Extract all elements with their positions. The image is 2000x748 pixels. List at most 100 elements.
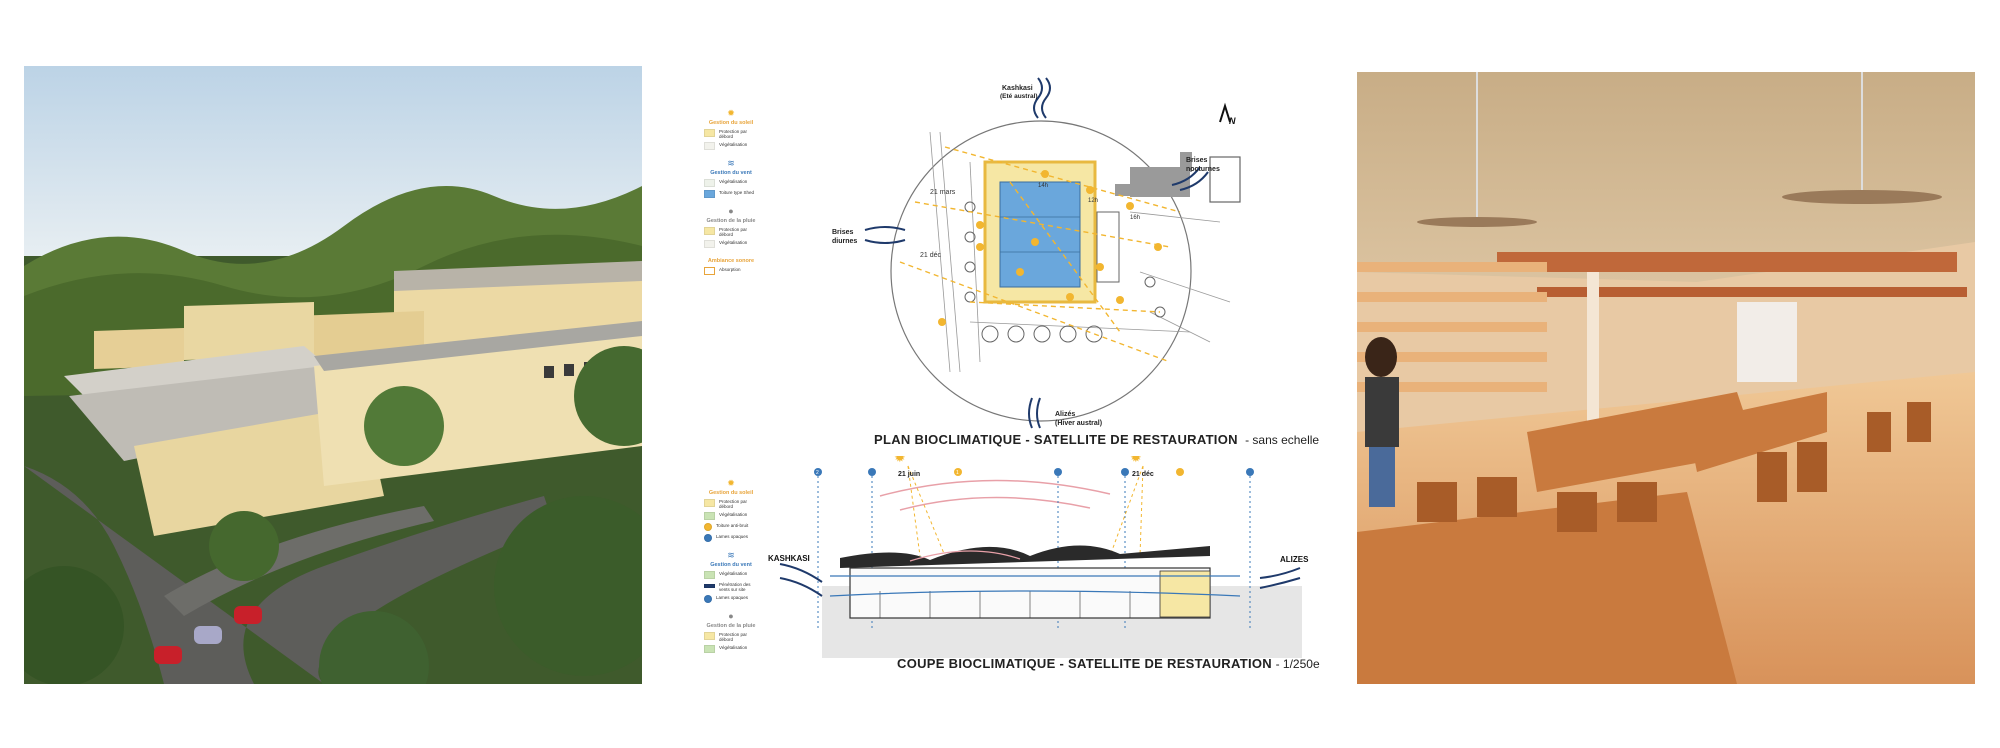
legend-label: Végétalisation — [719, 240, 748, 245]
section-sun-rays — [907, 465, 1144, 557]
wind-sublabel-kashkasi: (Eté austral) — [1000, 93, 1038, 100]
bioclimatic-section: ✹ ✹ 21 juin 21 déc 1 2 KASHKASI ALIZES — [768, 456, 1309, 658]
wood-louvres — [1357, 262, 1547, 392]
legend-header: Gestion du soleil — [708, 490, 754, 496]
sun-icon: ✹ — [727, 108, 735, 118]
sun-label-12h: 12h — [1088, 198, 1098, 204]
legend-header: Gestion du vent — [710, 170, 752, 176]
legend-wind-section: ≋ Gestion du vent Végétalisation Toiture… — [700, 158, 762, 198]
legend-label: Toiture type Shed — [719, 190, 755, 195]
legend-rain-section: ● Gestion de la pluie Protection par déb… — [700, 206, 762, 248]
legend-rain-section: ● Gestion de la pluie Protection par déb… — [700, 611, 762, 653]
north-arrow-icon — [1219, 102, 1231, 123]
swatch — [704, 632, 715, 640]
plan-title-text: PLAN BIOCLIMATIQUE - SATELLITE DE RESTAU… — [874, 432, 1238, 447]
wind-icon: ≋ — [727, 550, 735, 560]
legend-label: Végétalisation — [719, 142, 748, 147]
shed-roof — [999, 181, 1081, 288]
aerial-view-image — [24, 66, 642, 684]
interior-view-image — [1357, 72, 1975, 684]
section-furniture — [879, 591, 1131, 618]
swatch — [704, 129, 715, 137]
swatch — [704, 227, 715, 235]
swatch — [704, 267, 715, 275]
sun-icon: ✹ — [727, 478, 735, 488]
swatch — [704, 571, 715, 579]
plan-title: PLAN BIOCLIMATIQUE - SATELLITE DE RESTAU… — [874, 432, 1319, 447]
legend-label: Pénétration des vents sur site — [719, 582, 751, 592]
swatch — [704, 523, 712, 531]
legend-label: Protection par débord — [719, 499, 748, 509]
wind-icon: ≋ — [727, 158, 735, 168]
tower — [1209, 156, 1241, 203]
swatch — [704, 240, 715, 248]
legend-sun-section: ✹ Gestion du soleil Protection par débor… — [700, 108, 762, 150]
section-title-text: COUPE BIOCLIMATIQUE - SATELLITE DE RESTA… — [897, 656, 1272, 671]
legend-label: Lames opaques — [716, 534, 749, 539]
legend-wind-section: ≋ Gestion du vent Végétalisation Pénétra… — [700, 550, 762, 603]
legend-label: Végétalisation — [719, 512, 748, 517]
legend-item: Végétalisation — [704, 571, 758, 579]
swatch — [704, 190, 715, 198]
legend-item: Absorption — [704, 267, 758, 275]
legend-sound-section: Ambiance sonore Absorption — [700, 256, 762, 275]
sun-icon: ✹ — [1130, 456, 1142, 465]
aerial-view-illustration — [24, 66, 642, 684]
section-airflow — [829, 575, 1241, 597]
sun-label-14h: 14h — [1038, 183, 1048, 189]
swatch — [704, 499, 715, 507]
plan-scale: - sans echelle — [1245, 433, 1320, 447]
wind-sublabel-brises-diurnes: diurnes — [832, 238, 857, 245]
swatch — [704, 534, 712, 542]
legend-item: Végétalisation — [704, 645, 758, 653]
north-label: N — [1229, 116, 1236, 126]
raindrop-icon: ● — [728, 206, 734, 216]
plan-circle — [890, 120, 1192, 422]
interior-view-illustration — [1357, 72, 1975, 684]
sun-label-21dec: 21 déc — [1132, 471, 1154, 478]
legend-item: Protection par débord — [704, 227, 758, 237]
legend-item: Toiture anti-bruit — [704, 523, 758, 531]
marker-label: 1 — [956, 470, 959, 476]
bioclimatic-plan: 21 mars 21 déc 14h 12h 16h Kashkasi (Eté… — [832, 77, 1241, 429]
legend-item: Lames opaques — [704, 534, 758, 542]
section-title: COUPE BIOCLIMATIQUE - SATELLITE DE RESTA… — [897, 656, 1320, 671]
legend-label: Végétalisation — [719, 571, 748, 576]
legend-label: Protection par débord — [719, 227, 748, 237]
swatch — [704, 584, 715, 588]
swatch — [704, 645, 715, 653]
sun-label-21dec: 21 déc — [920, 252, 942, 259]
wind-label-brises-diurnes: Brises — [832, 229, 854, 236]
sun-label-21juin: 21 juin — [898, 471, 920, 478]
swatch — [704, 142, 715, 150]
site-lines — [929, 131, 1231, 373]
legend-label: Toiture anti-bruit — [716, 523, 749, 528]
legend-label: Protection par débord — [719, 129, 748, 139]
wind-arrows — [864, 77, 1209, 429]
wind-label-kashkasi: KASHKASI — [768, 554, 810, 563]
section-scale: - 1/250e — [1275, 657, 1320, 671]
legend-header: Gestion de la pluie — [706, 218, 756, 224]
legend-item: Protection par débord — [704, 499, 758, 509]
wind-label-alizes: Alizés — [1055, 411, 1075, 418]
legend-label: Lames opaques — [716, 595, 749, 600]
sun-label-21mars: 21 mars — [930, 189, 956, 196]
legend-item: Protection par débord — [704, 632, 758, 642]
legend-item: Lames opaques — [704, 595, 758, 603]
tables — [1357, 392, 1827, 684]
wind-label-brises-nocturnes: Brises — [1186, 157, 1208, 164]
wind-label-kashkasi: Kashkasi — [1002, 85, 1033, 92]
legend-sun-section: ✹ Gestion du soleil Protection par débor… — [700, 478, 762, 542]
sun-label-16h: 16h — [1130, 215, 1140, 221]
grid-lines — [817, 476, 1251, 631]
legend-item: Pénétration des vents sur site — [704, 582, 758, 592]
legend-header: Gestion du soleil — [708, 120, 754, 126]
raindrop-icon: ● — [728, 611, 734, 621]
wind-sublabel-alizes: (Hiver austral) — [1055, 420, 1102, 427]
wind-label-alizes: ALIZES — [1280, 555, 1309, 564]
legend-label: Protection par débord — [719, 632, 748, 642]
legend-item: Toiture type Shed — [704, 190, 758, 198]
swatch — [704, 595, 712, 603]
sun-markers — [938, 170, 1162, 326]
plan-legend: ✹ Gestion du soleil Protection par débor… — [700, 108, 762, 283]
